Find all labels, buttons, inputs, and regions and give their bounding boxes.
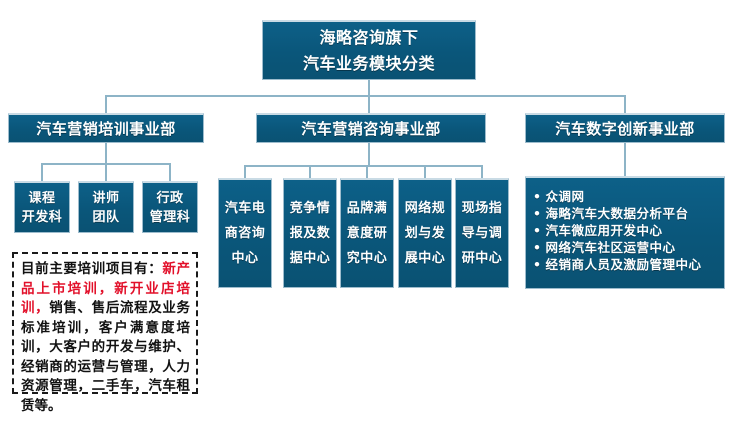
- unit-box-competitive-intelligence: 竞争情 报及数 据中心: [283, 178, 337, 288]
- list-item: 众调网: [533, 188, 724, 205]
- connector-dept3-stem: [624, 143, 626, 176]
- department-box-digital: 汽车数字创新事业部: [525, 113, 725, 143]
- unit-label-line-2: 报及数: [289, 226, 331, 241]
- connector-sub1-down: [41, 163, 43, 181]
- connector-dept2-down: [368, 95, 370, 113]
- unit-label-line-1: 竞争情: [289, 201, 331, 216]
- unit-label-line-2: 管理科: [149, 209, 191, 225]
- training-programs-note: 目前主要培训项目有：新产品上市培训，新开业店培训，销售、售后流程及业务标准培训，…: [12, 252, 198, 414]
- connector-dept1-down: [105, 95, 107, 113]
- connector-tall5-down: [481, 165, 483, 178]
- unit-box-field-guidance-research: 现场指 导与调 研中心: [455, 178, 509, 288]
- digital-units-panel: 众调网 海略汽车大数据分析平台 汽车微应用开发中心 网络汽车社区运营中心 经销商…: [525, 176, 725, 289]
- list-item: 海略汽车大数据分析平台: [533, 205, 724, 222]
- unit-box-course-development: 课程 开发科: [14, 181, 70, 233]
- connector-dept1-bus: [41, 163, 170, 165]
- unit-box-instructor-team: 讲师 团队: [78, 181, 134, 233]
- department-label: 汽车营销培训事业部: [36, 120, 176, 138]
- note-text: 目前主要培训项目有：新产品上市培训，新开业店培训，销售、售后流程及业务标准培训，…: [21, 260, 190, 416]
- department-box-consulting: 汽车营销咨询事业部: [256, 113, 486, 143]
- unit-label-line-1: 品牌满: [346, 201, 388, 216]
- connector-title-down: [368, 80, 370, 96]
- unit-label-line-1: 网络规: [404, 201, 446, 216]
- diagram-title-box: 海略咨询旗下 汽车业务模块分类: [262, 20, 476, 80]
- unit-label-line-3: 研中心: [461, 251, 503, 266]
- connector-tall3-down: [366, 165, 368, 178]
- connector-dept1-stem: [105, 143, 107, 181]
- list-item: 经销商人员及激励管理中心: [533, 256, 724, 273]
- unit-label-line-3: 究中心: [346, 251, 388, 266]
- unit-label-line-1: 现场指: [461, 201, 503, 216]
- unit-label-line-2: 导与调: [461, 226, 503, 241]
- note-prefix: 目前主要培训项目有：: [21, 261, 163, 277]
- unit-box-brand-satisfaction-research: 品牌满 意度研 究中心: [340, 178, 394, 288]
- unit-label-line-1: 行政: [156, 190, 184, 206]
- unit-label-line-1: 课程: [28, 190, 56, 206]
- unit-label-line-2: 意度研: [346, 226, 388, 241]
- unit-label-line-2: 团队: [92, 209, 120, 225]
- connector-dept3-down: [624, 95, 626, 113]
- unit-label-line-1: 汽车电: [224, 201, 266, 216]
- unit-box-network-planning: 网络规 划与发 展中心: [398, 178, 452, 288]
- unit-box-ecommerce-consulting: 汽车电 商咨询 中心: [218, 178, 272, 288]
- unit-label-line-2: 开发科: [21, 209, 63, 225]
- unit-box-administration: 行政 管理科: [142, 181, 198, 233]
- department-box-training: 汽车营销培训事业部: [8, 113, 204, 143]
- connector-tall1-down: [244, 165, 246, 178]
- department-label: 汽车营销咨询事业部: [301, 120, 441, 138]
- title-line-2: 汽车业务模块分类: [302, 53, 435, 73]
- note-suffix: 销售、售后流程及业务标准培训，客户满意度培训，大客户的开发与维护、经销商的运营与…: [21, 300, 191, 414]
- unit-label-line-1: 讲师: [92, 190, 120, 206]
- unit-label-line-3: 展中心: [404, 251, 446, 266]
- title-line-1: 海略咨询旗下: [319, 27, 419, 47]
- note-highlight: 新产品上市培训，新开业店培训，: [21, 261, 191, 316]
- unit-label-line-3: 中心: [231, 251, 259, 266]
- unit-label-line-2: 划与发: [404, 226, 446, 241]
- department-label: 汽车数字创新事业部: [555, 120, 695, 138]
- connector-dept2-bus: [244, 165, 482, 167]
- unit-label-line-3: 据中心: [289, 251, 331, 266]
- digital-units-list: 众调网 海略汽车大数据分析平台 汽车微应用开发中心 网络汽车社区运营中心 经销商…: [533, 188, 724, 273]
- unit-label-line-2: 商咨询: [224, 226, 266, 241]
- connector-level2-bus: [105, 95, 626, 97]
- connector-tall2-down: [309, 165, 311, 178]
- list-item: 汽车微应用开发中心: [533, 222, 724, 239]
- list-item: 网络汽车社区运营中心: [533, 239, 724, 256]
- connector-dept2-stem: [368, 143, 370, 165]
- connector-tall4-down: [424, 165, 426, 178]
- connector-sub3-down: [169, 163, 171, 181]
